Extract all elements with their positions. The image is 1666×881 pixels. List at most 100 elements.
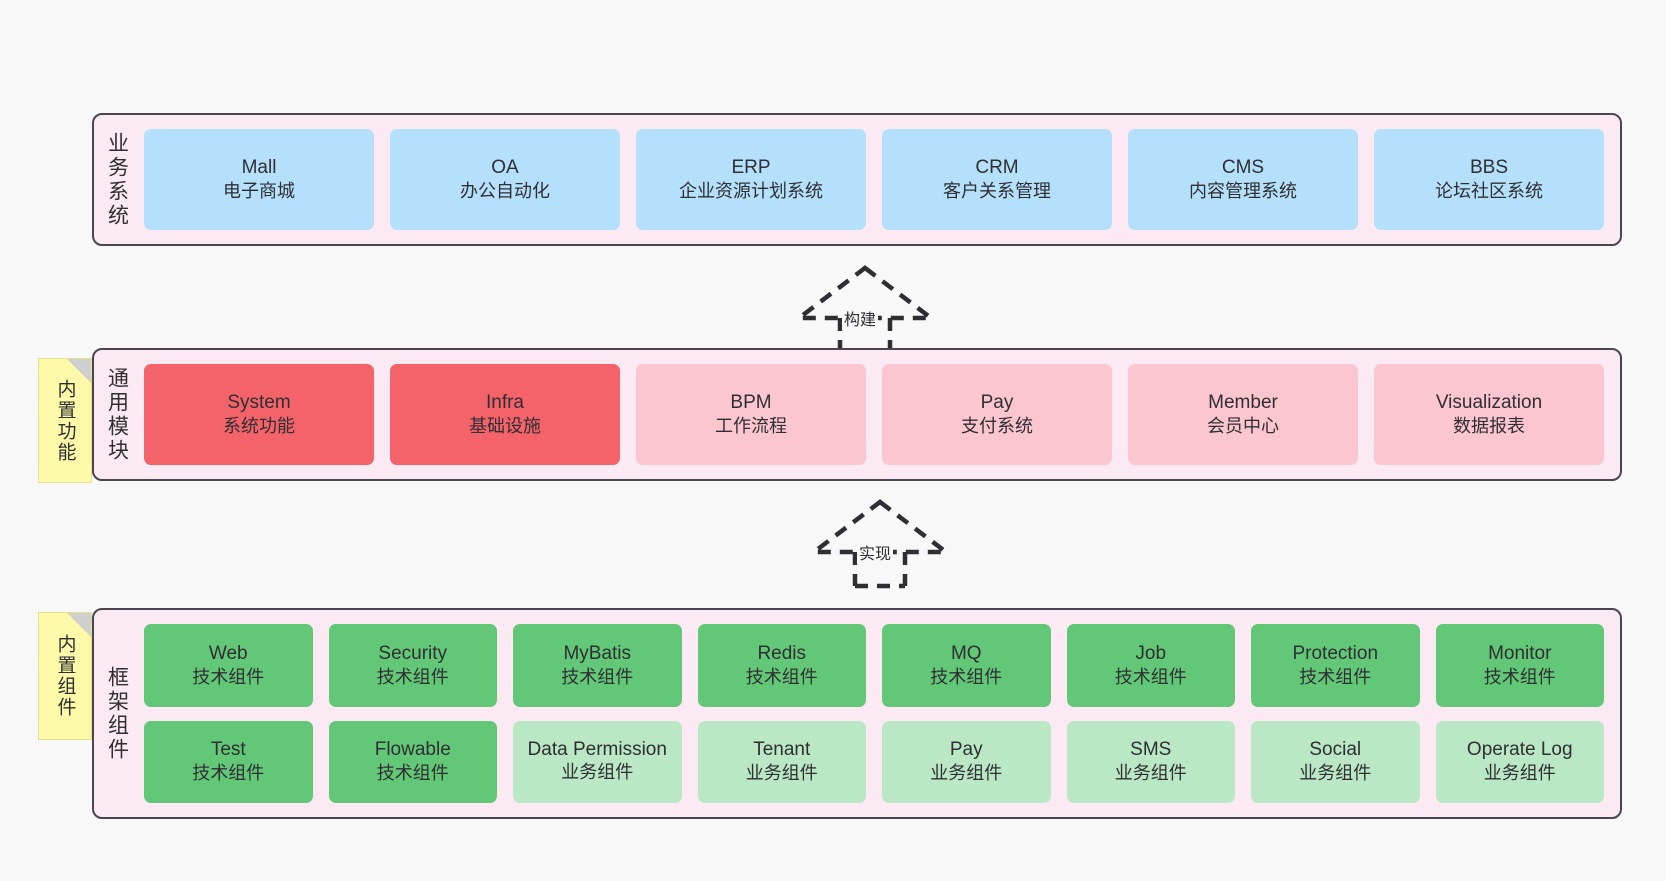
card-subtitle: 办公自动化 xyxy=(460,181,550,202)
card-system[interactable]: System 系统功能 xyxy=(144,364,374,465)
card-data-permission[interactable]: Data Permission 业务组件 xyxy=(513,720,682,803)
card-redis[interactable]: Redis 技术组件 xyxy=(697,624,866,707)
card-erp[interactable]: ERP 企业资源计划系统 xyxy=(636,129,866,230)
card-visualization[interactable]: Visualization 数据报表 xyxy=(1374,364,1604,465)
card-subtitle: 企业资源计划系统 xyxy=(679,181,823,202)
card-subtitle: 业务组件 xyxy=(1483,763,1556,784)
implement-arrow-label: 实现 xyxy=(857,540,894,564)
implement-arrow: 实现 xyxy=(805,499,955,589)
card-subtitle: 技术组件 xyxy=(1299,666,1372,687)
card-title: Pay xyxy=(980,392,1014,414)
card-subtitle: 内容管理系统 xyxy=(1189,181,1297,202)
build-arrow: 构建 xyxy=(790,265,940,355)
card-subtitle: 技术组件 xyxy=(561,666,634,687)
card-title: Flowable xyxy=(374,739,451,761)
business-system-card-row: Mall 电子商城 OA 办公自动化 ERP 企业资源计划系统 CRM 客户关系… xyxy=(140,115,1620,244)
card-title: Infra xyxy=(485,392,525,414)
card-mybatis[interactable]: MyBatis 技术组件 xyxy=(513,624,682,707)
card-subtitle: 业务组件 xyxy=(561,761,634,782)
card-pay-component[interactable]: Pay 业务组件 xyxy=(882,720,1051,803)
card-test[interactable]: Test 技术组件 xyxy=(144,720,313,803)
layer-business-system: 业务系统 Mall 电子商城 OA 办公自动化 ERP 企业资源计划系统 CRM… xyxy=(92,113,1622,246)
card-title: Protection xyxy=(1292,642,1379,664)
card-flowable[interactable]: Flowable 技术组件 xyxy=(328,720,497,803)
card-title: Operate Log xyxy=(1466,739,1573,761)
card-title: Test xyxy=(210,739,246,761)
card-title: Pay xyxy=(949,739,983,761)
card-subtitle: 系统功能 xyxy=(223,416,295,437)
card-title: Job xyxy=(1135,642,1167,664)
card-subtitle: 技术组件 xyxy=(192,763,265,784)
card-monitor[interactable]: Monitor 技术组件 xyxy=(1435,624,1604,707)
card-crm[interactable]: CRM 客户关系管理 xyxy=(882,129,1112,230)
card-subtitle: 业务组件 xyxy=(1299,763,1372,784)
card-bbs[interactable]: BBS 论坛社区系统 xyxy=(1374,129,1604,230)
card-oa[interactable]: OA 办公自动化 xyxy=(390,129,620,230)
card-social[interactable]: Social 业务组件 xyxy=(1251,720,1420,803)
card-title: MQ xyxy=(950,642,982,664)
card-job[interactable]: Job 技术组件 xyxy=(1066,624,1235,707)
sticky-note-builtin-function: 内置功能 xyxy=(38,358,92,483)
card-subtitle: 工作流程 xyxy=(715,416,787,437)
card-subtitle: 技术组件 xyxy=(745,666,818,687)
card-security[interactable]: Security 技术组件 xyxy=(328,624,497,707)
card-title: OA xyxy=(491,157,519,179)
card-subtitle: 业务组件 xyxy=(745,763,818,784)
framework-component-card-grid: Web 技术组件 Security 技术组件 MyBatis 技术组件 Redi… xyxy=(140,610,1620,817)
card-subtitle: 技术组件 xyxy=(376,666,449,687)
layer-common-module-label: 通用模块 xyxy=(105,366,129,463)
card-title: System xyxy=(227,392,291,414)
card-subtitle: 技术组件 xyxy=(192,666,265,687)
card-subtitle: 技术组件 xyxy=(1483,666,1556,687)
card-subtitle: 数据报表 xyxy=(1453,416,1525,437)
card-tenant[interactable]: Tenant 业务组件 xyxy=(697,720,866,803)
sticky-note-builtin-component: 内置组件 xyxy=(38,612,92,740)
card-title: Member xyxy=(1208,392,1278,414)
card-title: Web xyxy=(208,642,248,664)
card-web[interactable]: Web 技术组件 xyxy=(144,624,313,707)
card-mq[interactable]: MQ 技术组件 xyxy=(882,624,1051,707)
card-member[interactable]: Member 会员中心 xyxy=(1128,364,1358,465)
card-subtitle: 技术组件 xyxy=(1114,666,1187,687)
card-subtitle: 技术组件 xyxy=(376,763,449,784)
card-operate-log[interactable]: Operate Log 业务组件 xyxy=(1435,720,1604,803)
framework-business-row: Test 技术组件 Flowable 技术组件 Data Permission … xyxy=(144,720,1604,803)
card-title: MyBatis xyxy=(563,642,632,664)
layer-framework-component: 框架组件 Web 技术组件 Security 技术组件 MyBatis 技术组件… xyxy=(92,608,1622,819)
layer-common-module: 通用模块 System 系统功能 Infra 基础设施 BPM 工作流程 Pay… xyxy=(92,348,1622,481)
layer-framework-component-label: 框架组件 xyxy=(105,665,129,762)
card-cms[interactable]: CMS 内容管理系统 xyxy=(1128,129,1358,230)
sticky-note-label: 内置功能 xyxy=(54,378,76,463)
sticky-note-label: 内置组件 xyxy=(54,634,76,718)
card-title: CRM xyxy=(975,157,1019,179)
card-subtitle: 论坛社区系统 xyxy=(1435,181,1543,202)
card-subtitle: 支付系统 xyxy=(961,416,1033,437)
card-title: Redis xyxy=(757,642,807,664)
card-bpm[interactable]: BPM 工作流程 xyxy=(636,364,866,465)
card-subtitle: 业务组件 xyxy=(930,763,1003,784)
card-subtitle: 电子商城 xyxy=(223,181,295,202)
framework-tech-row: Web 技术组件 Security 技术组件 MyBatis 技术组件 Redi… xyxy=(144,624,1604,707)
sticky-fold-corner-icon xyxy=(67,613,91,637)
card-title: ERP xyxy=(731,157,771,179)
card-title: Visualization xyxy=(1435,392,1543,414)
layer-business-system-label: 业务系统 xyxy=(105,131,129,228)
card-infra[interactable]: Infra 基础设施 xyxy=(390,364,620,465)
implement-arrow-glyph xyxy=(807,499,953,589)
card-title: Monitor xyxy=(1488,642,1552,664)
card-title: SMS xyxy=(1130,739,1172,761)
card-pay-module[interactable]: Pay 支付系统 xyxy=(882,364,1112,465)
build-arrow-label: 构建 xyxy=(842,306,879,330)
sticky-fold-corner-icon xyxy=(67,359,91,383)
card-subtitle: 基础设施 xyxy=(469,416,541,437)
card-title: CMS xyxy=(1221,157,1265,179)
card-mall[interactable]: Mall 电子商城 xyxy=(144,129,374,230)
card-title: Data Permission xyxy=(527,738,667,760)
card-sms[interactable]: SMS 业务组件 xyxy=(1066,720,1235,803)
card-title: Mall xyxy=(241,157,277,179)
card-subtitle: 业务组件 xyxy=(1114,763,1187,784)
card-title: BPM xyxy=(730,392,772,414)
card-title: BBS xyxy=(1469,157,1509,179)
card-protection[interactable]: Protection 技术组件 xyxy=(1251,624,1420,707)
